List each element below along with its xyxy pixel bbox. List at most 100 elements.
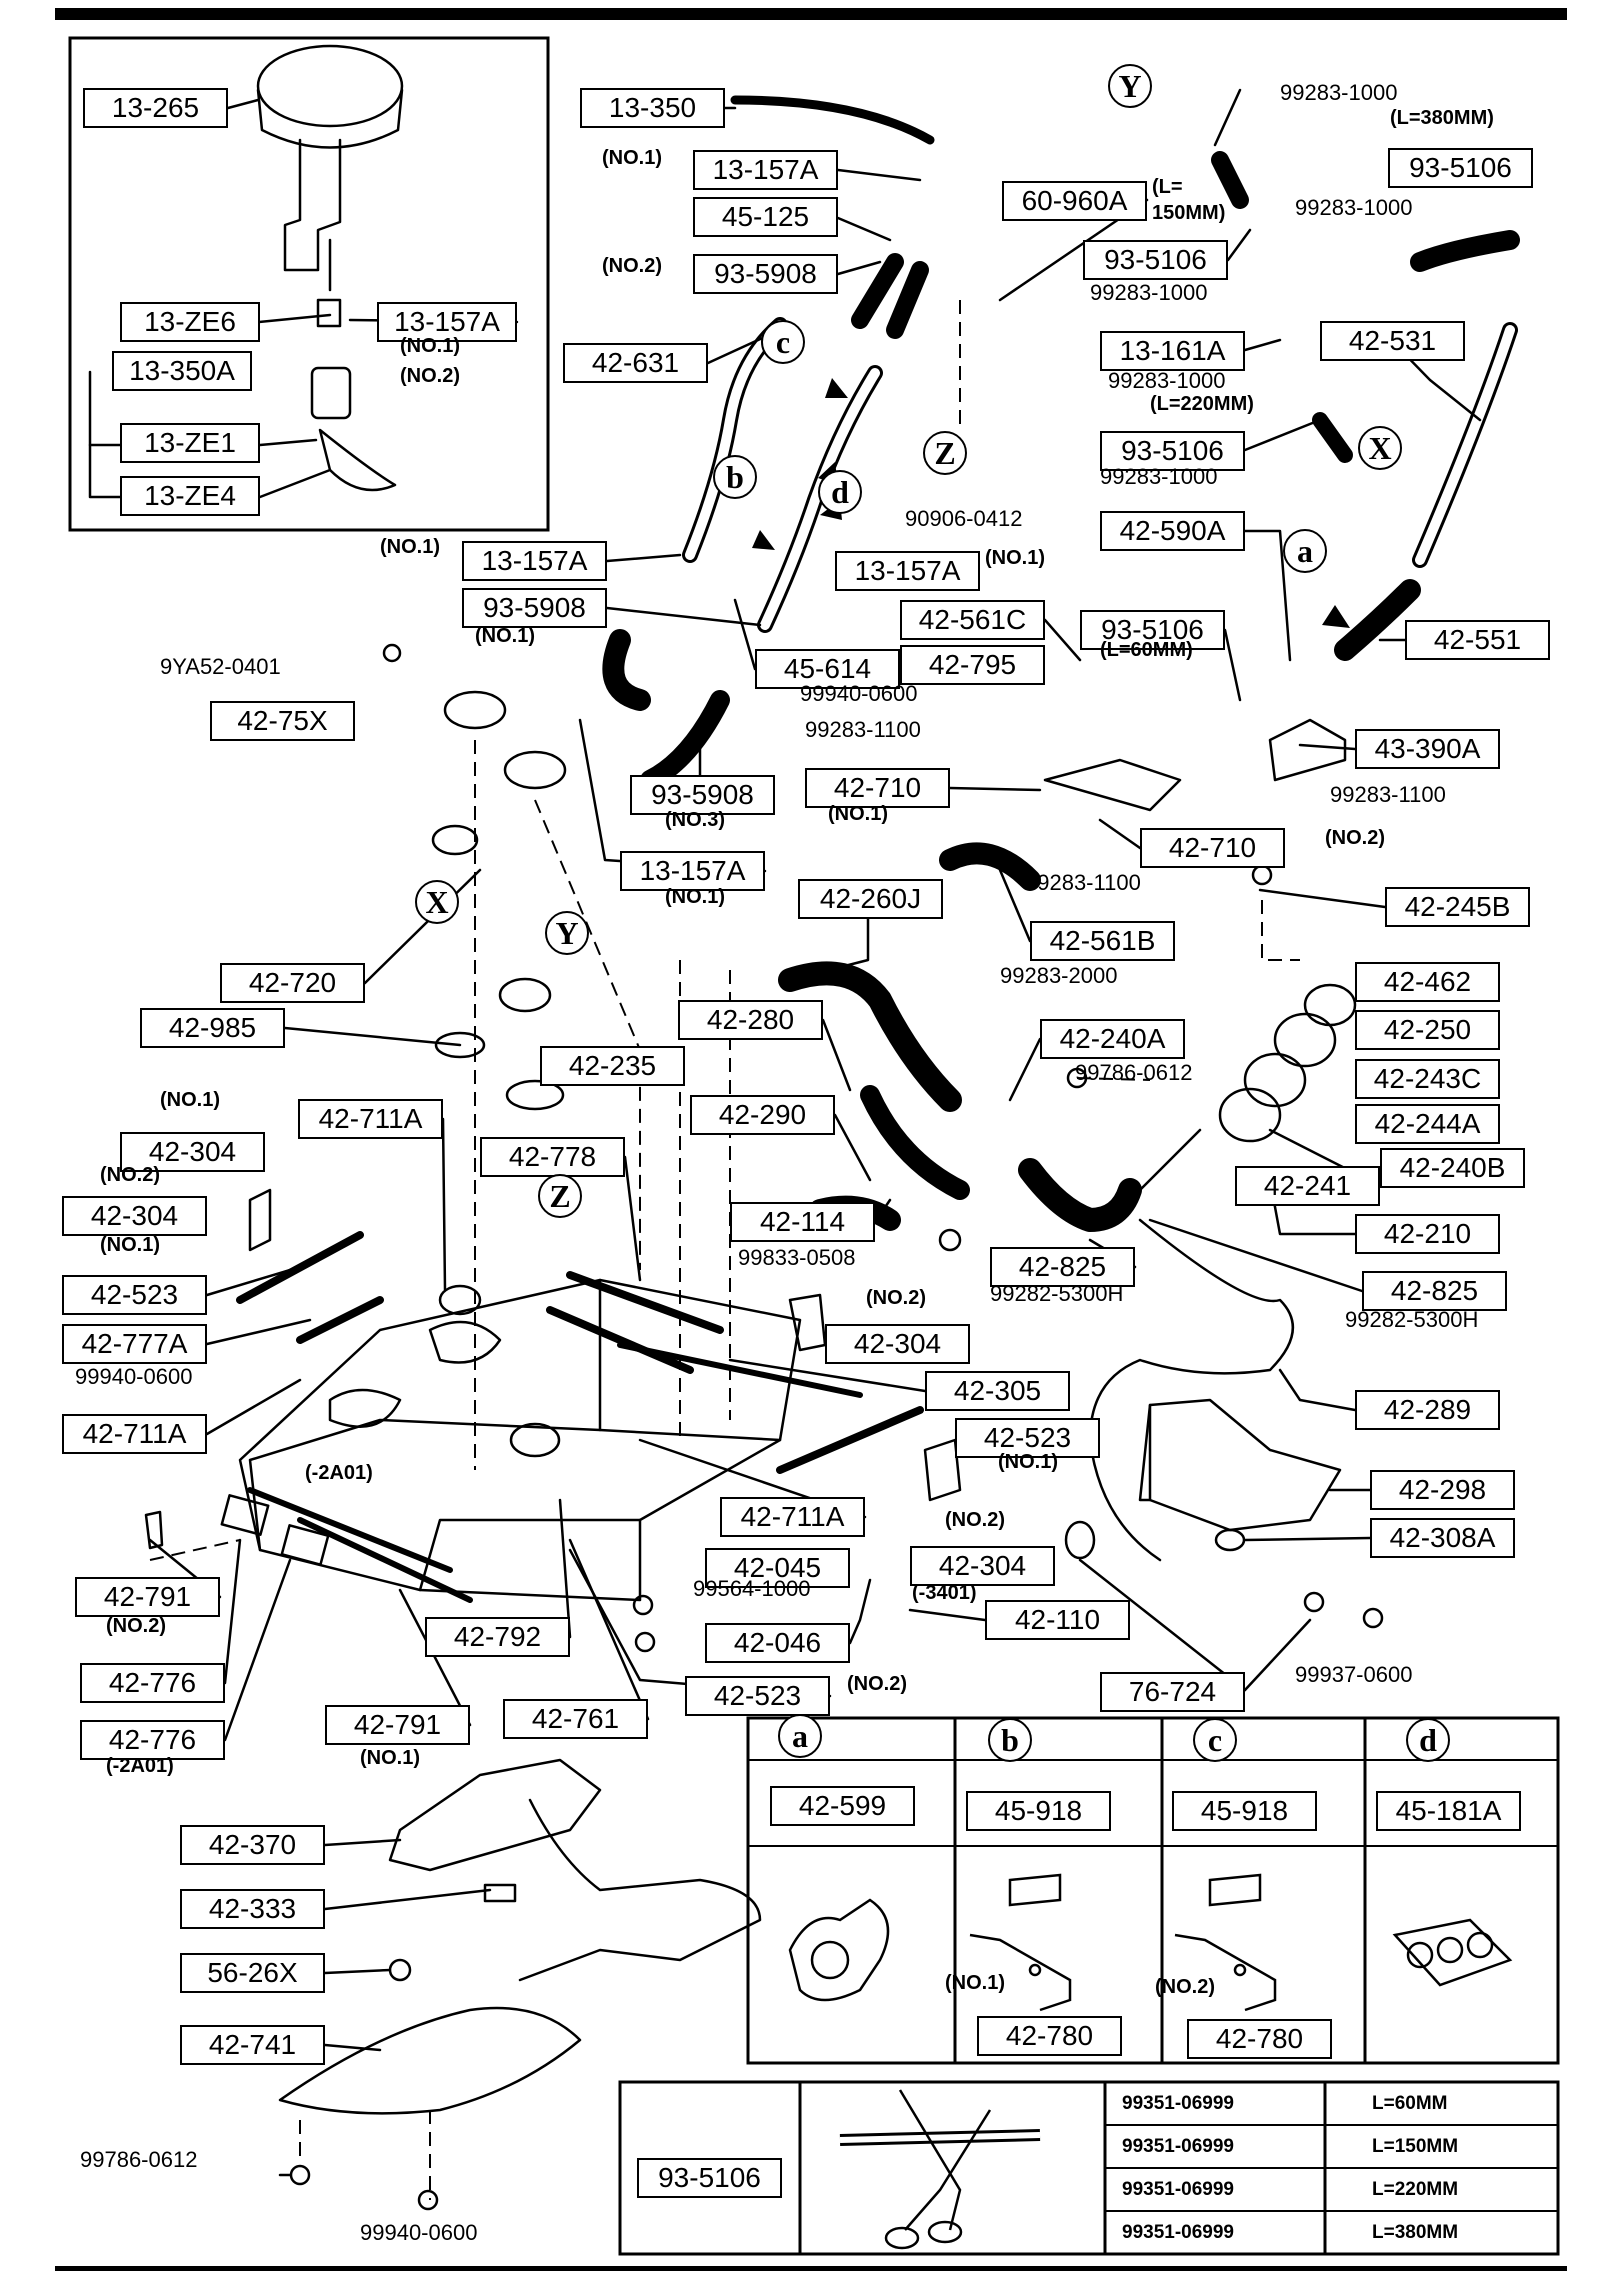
variant-note: (NO.2) xyxy=(847,1673,907,1695)
part-number-box: 13-157A xyxy=(693,150,838,190)
variant-note: (L=220MM) xyxy=(1150,393,1254,415)
fastener-label: 99940-0600 xyxy=(800,681,918,706)
part-number-box: 42-791 xyxy=(325,1705,470,1745)
variant-note: (NO.2) xyxy=(106,1615,166,1637)
part-number-box: 42-720 xyxy=(220,963,365,1003)
part-number-box: 13-161A xyxy=(1100,331,1245,371)
part-number-box: 42-304 xyxy=(120,1132,265,1172)
part-number-box: 42-761 xyxy=(503,1699,648,1739)
part-number-box: 42-289 xyxy=(1355,1390,1500,1430)
spec-length: L=150MM xyxy=(1372,2136,1459,2157)
reference-marker: a xyxy=(1283,529,1327,573)
part-number-box: 42-711A xyxy=(298,1099,443,1139)
part-number-box: 93-5106 xyxy=(1080,610,1225,650)
part-number-box: 42-825 xyxy=(990,1247,1135,1287)
part-number-box: 93-5106 xyxy=(1388,148,1533,188)
part-number-box: 42-523 xyxy=(685,1676,830,1716)
part-number-box: 42-776 xyxy=(80,1663,225,1703)
reference-marker: X xyxy=(415,880,459,924)
fastener-label: 99283-1000 xyxy=(1108,368,1226,393)
variant-note: (NO.3) xyxy=(665,809,725,831)
part-number-box: 42-551 xyxy=(1405,620,1550,660)
variant-note: (NO.2) xyxy=(945,1509,1005,1531)
legend-panel-marker: d xyxy=(1406,1718,1450,1762)
part-number-box: 76-724 xyxy=(1100,1672,1245,1712)
variant-note: 150MM) xyxy=(1152,202,1226,224)
legend-panel-marker: a xyxy=(778,1714,822,1758)
part-number-box: 42-046 xyxy=(705,1623,850,1663)
part-number-box: 42-523 xyxy=(62,1275,207,1315)
part-number-box: 42-780 xyxy=(1187,2019,1332,2059)
part-number-box: 42-110 xyxy=(985,1600,1130,1640)
variant-note: (NO.1) xyxy=(100,1234,160,1256)
fastener-label: 99283-1000 xyxy=(1295,195,1413,220)
part-number-box: 42-777A xyxy=(62,1324,207,1364)
fastener-label: 99283-1100 xyxy=(1330,782,1446,807)
variant-note: (NO.2) xyxy=(866,1287,926,1309)
spec-part-number: 99351-06999 xyxy=(1122,2222,1234,2243)
reference-marker: Z xyxy=(538,1174,582,1218)
variant-note: (NO.2) xyxy=(400,365,460,387)
reference-marker: Y xyxy=(1108,64,1152,108)
fastener-label: 99564-1000 xyxy=(693,1576,811,1601)
part-number-box: 42-240B xyxy=(1380,1148,1525,1188)
part-number-box: 42-114 xyxy=(730,1202,875,1242)
part-number-box: 13-157A xyxy=(377,302,517,342)
fastener-label: 99940-0600 xyxy=(75,1364,193,1389)
part-number-box: 42-240A xyxy=(1040,1019,1185,1059)
reference-marker: b xyxy=(713,455,757,499)
variant-note: (NO.1) xyxy=(665,886,725,908)
reference-marker: d xyxy=(818,470,862,514)
part-number-box: 42-243C xyxy=(1355,1059,1500,1099)
part-number-box: 56-26X xyxy=(180,1953,325,1993)
variant-note: (NO.1) xyxy=(475,625,535,647)
part-number-box: 42-305 xyxy=(925,1371,1070,1411)
part-number-box: 42-304 xyxy=(62,1196,207,1236)
fastener-label: 99283-1100 xyxy=(1025,870,1141,895)
variant-note: (NO.2) xyxy=(602,255,662,277)
variant-note: (L= xyxy=(1152,176,1183,198)
variant-note: (NO.1) xyxy=(602,147,662,169)
legend-panel-marker: c xyxy=(1193,1718,1237,1762)
part-number-box: 13-157A xyxy=(462,541,607,581)
part-number-box: 60-960A xyxy=(1002,181,1147,221)
fastener-label: 99833-0508 xyxy=(738,1245,856,1270)
part-number-box: 42-75X xyxy=(210,701,355,741)
part-number-box: 93-5106 xyxy=(637,2158,782,2198)
variant-note: (NO.2) xyxy=(1155,1976,1215,1998)
legend-panel-marker: b xyxy=(988,1718,1032,1762)
part-number-box: 13-157A xyxy=(620,851,765,891)
fastener-label: 99786-0612 xyxy=(1075,1060,1193,1085)
part-number-box: 13-ZE4 xyxy=(120,476,260,516)
part-number-box: 42-260J xyxy=(798,879,943,919)
fastener-label: 99283-1100 xyxy=(805,717,921,742)
reference-marker: c xyxy=(761,320,805,364)
part-number-box: 93-5908 xyxy=(630,775,775,815)
part-number-box: 42-210 xyxy=(1355,1214,1500,1254)
part-number-box: 42-235 xyxy=(540,1046,685,1086)
part-number-box: 42-985 xyxy=(140,1008,285,1048)
fastener-label: 99283-1000 xyxy=(1100,464,1218,489)
part-number-box: 45-918 xyxy=(1172,1791,1317,1831)
part-number-box: 42-825 xyxy=(1362,1271,1507,1311)
part-number-box: 42-304 xyxy=(910,1546,1055,1586)
part-number-box: 42-561C xyxy=(900,600,1045,640)
part-number-box: 45-181A xyxy=(1376,1791,1521,1831)
part-number-box: 42-045 xyxy=(705,1548,850,1588)
part-number-box: 13-350 xyxy=(580,88,725,128)
part-number-box: 42-795 xyxy=(900,645,1045,685)
variant-note: (NO.1) xyxy=(360,1747,420,1769)
variant-note: (-3401) xyxy=(912,1582,977,1604)
part-number-box: 42-523 xyxy=(955,1418,1100,1458)
fastener-label: 99786-0612 xyxy=(80,2147,198,2172)
part-number-box: 42-304 xyxy=(825,1324,970,1364)
part-number-box: 45-918 xyxy=(966,1791,1111,1831)
part-number-box: 42-710 xyxy=(805,768,950,808)
fastener-label: 9YA52-0401 xyxy=(160,654,281,679)
part-number-box: 45-125 xyxy=(693,197,838,237)
variant-note: (NO.1) xyxy=(380,536,440,558)
spec-length: L=380MM xyxy=(1372,2222,1459,2243)
part-number-box: 42-462 xyxy=(1355,962,1500,1002)
part-number-box: 42-776 xyxy=(80,1720,225,1760)
